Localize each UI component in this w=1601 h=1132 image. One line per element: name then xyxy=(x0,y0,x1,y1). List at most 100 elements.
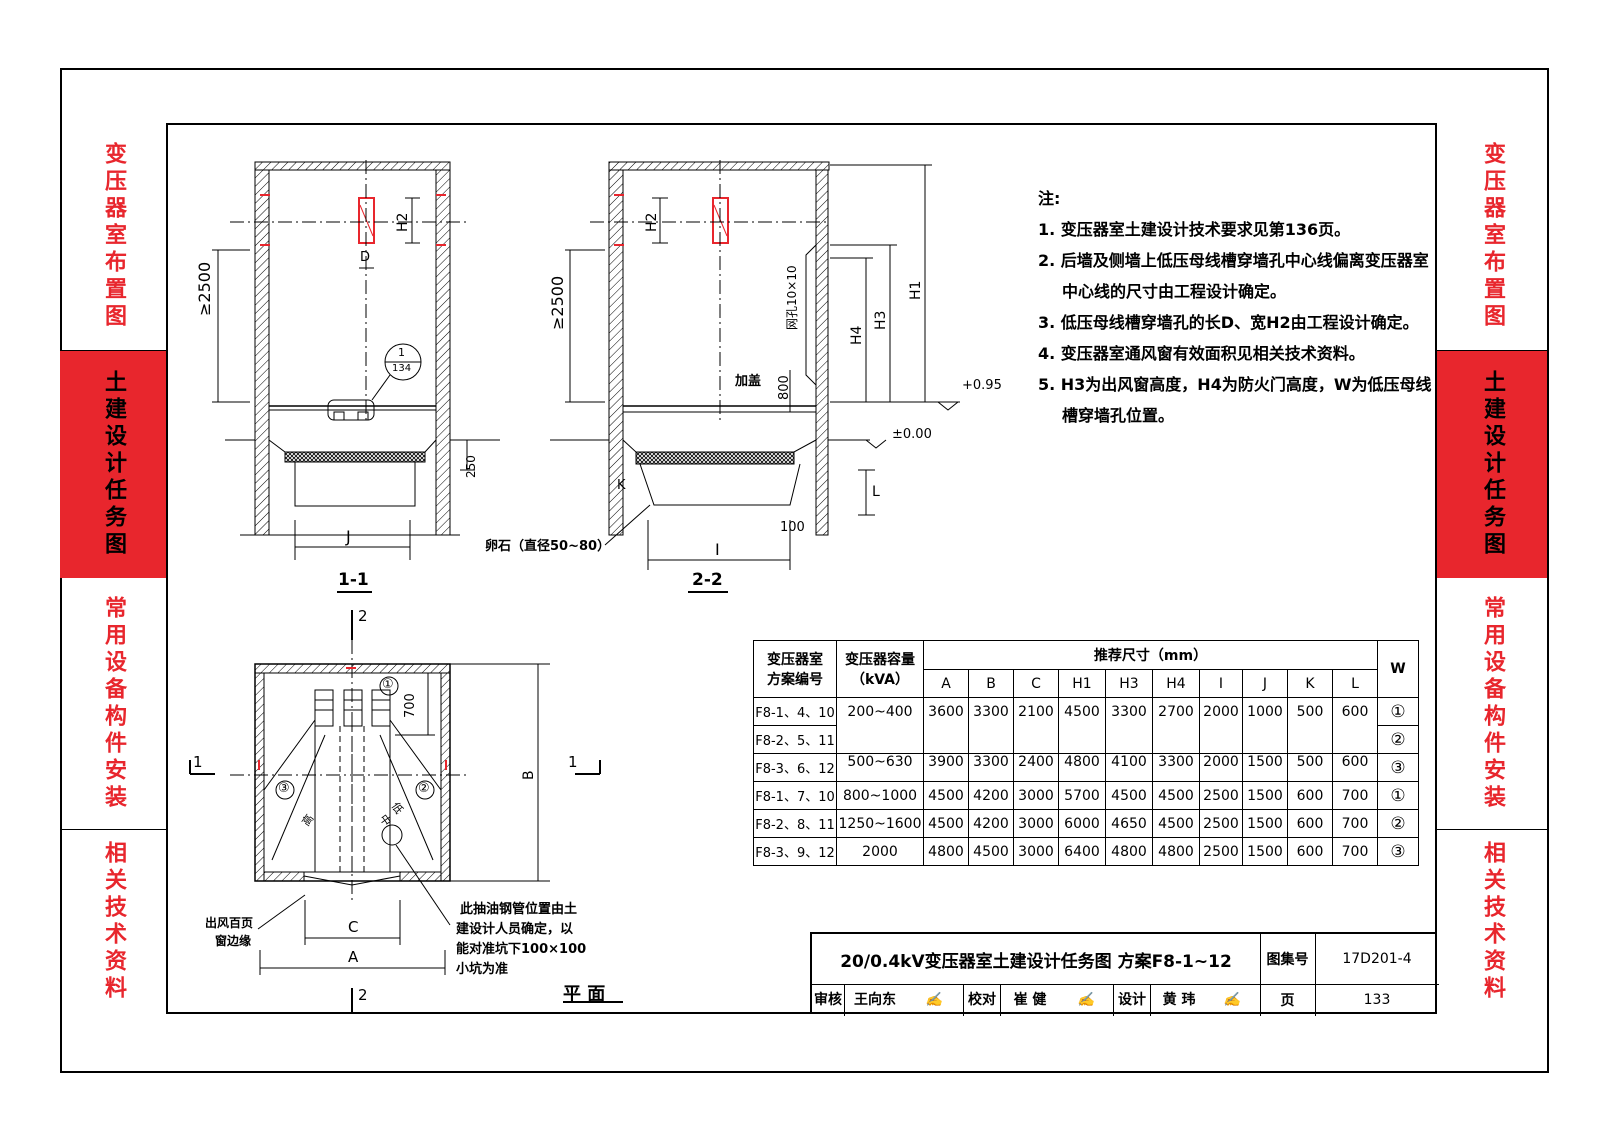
cell-dim: 2100 xyxy=(1013,697,1059,754)
cell-scheme: F8-2、8、11 xyxy=(753,809,837,838)
cell-dim: 4500 xyxy=(1105,781,1153,810)
left-tab-equipment[interactable]: 常用设备构件安装 xyxy=(60,578,166,830)
cell-dim: 3000 xyxy=(1013,837,1059,866)
section-2-2 xyxy=(550,160,960,593)
right-tab-equipment[interactable]: 常用设备构件安装 xyxy=(1437,578,1547,830)
cell-dim: 2400 xyxy=(1013,753,1059,782)
col-header-h1: H1 xyxy=(1058,669,1106,698)
cell-dim: 2000 xyxy=(1199,697,1243,754)
cell-dim: 2500 xyxy=(1199,809,1243,838)
cell-dim: 600 xyxy=(1332,753,1378,782)
title-block: 20/0.4kV变压器室土建设计任务图 方案F8-1~12 图集号 17D201… xyxy=(810,932,1439,1016)
cut-marker-2-bottom: 2 xyxy=(358,986,368,1004)
note-2: 2. 后墙及侧墙上低压母线槽穿墙孔中心线偏离变压器室 xyxy=(1038,251,1429,270)
right-tab-civil[interactable]: 土建设计任务图 xyxy=(1437,351,1547,578)
cell-dim: 4650 xyxy=(1105,809,1153,838)
cell-dim: 4500 xyxy=(923,809,969,838)
cell-dim: 1500 xyxy=(1242,781,1288,810)
right-tab-tech[interactable]: 相关技术资料 xyxy=(1437,830,1547,1014)
review-signature: ✍ xyxy=(905,984,964,1016)
dim-h3: H3 xyxy=(873,310,889,330)
note-4: 4. 变压器室通风窗有效面积见相关技术资料。 xyxy=(1038,344,1365,363)
dim-d: D xyxy=(360,250,371,265)
dim-c: C xyxy=(348,918,359,936)
check-name: 崔 健 xyxy=(1013,992,1047,1008)
col-header-a: A xyxy=(923,669,969,698)
left-tab-layout[interactable]: 变压器室布置图 xyxy=(60,123,166,351)
cell-scheme: F8-3、9、12 xyxy=(753,837,837,866)
left-tab-civil[interactable]: 土建设计任务图 xyxy=(60,351,166,578)
cell-dim: 600 xyxy=(1287,809,1333,838)
dim-j: J xyxy=(346,527,351,546)
col-recommended-header: 推荐尺寸（mm） xyxy=(923,640,1378,670)
cell-scheme: F8-1、7、10 xyxy=(753,781,837,810)
dim-l: L xyxy=(872,484,880,500)
cell-dim: 4800 xyxy=(1152,837,1200,866)
left-tab-tech[interactable]: 相关技术资料 xyxy=(60,830,166,1014)
col-header-k: K xyxy=(1287,669,1333,698)
right-tab-equipment-label: 常用设备构件安装 xyxy=(1480,595,1505,812)
cell-w: ③ xyxy=(1377,753,1419,782)
drawing-frame xyxy=(166,123,1437,1014)
cell-dim: 4200 xyxy=(968,781,1014,810)
left-tab-civil-label: 土建设计任务图 xyxy=(101,370,126,559)
cell-capacity: 500~630 xyxy=(836,753,924,782)
notes: 注: 1. 变压器室土建设计技术要求见第136页。 2. 后墙及侧墙上低压母线槽… xyxy=(1038,183,1431,431)
cell-capacity: 800~1000 xyxy=(836,781,924,810)
cell-dim: 700 xyxy=(1332,837,1378,866)
right-tab-civil-label: 土建设计任务图 xyxy=(1480,370,1505,559)
col-header-c: C xyxy=(1013,669,1059,698)
review-name: 王向东 xyxy=(854,992,896,1008)
cell-dim: 3300 xyxy=(1105,697,1153,754)
page-number: 133 xyxy=(1363,992,1391,1008)
design-signature: ✍ xyxy=(1223,992,1241,1008)
plan-view xyxy=(189,610,623,1012)
cell-w: ① xyxy=(1377,781,1419,810)
signature-row: 审核 王向东 ✍ 校对 崔 健 ✍ 设计 黄 玮 ✍ xyxy=(812,984,1261,1016)
label-oil-pipe-2: 建设计人员确定，以 xyxy=(456,922,574,937)
cell-dim: 2500 xyxy=(1199,781,1243,810)
cell-dim: 3300 xyxy=(968,753,1014,782)
right-tab-layout[interactable]: 变压器室布置图 xyxy=(1437,123,1547,351)
detail-ref-top: 1 xyxy=(398,346,405,359)
dim-a: A xyxy=(348,948,359,966)
cell-dim: 4500 xyxy=(1152,781,1200,810)
plan-w-marker-1: ① xyxy=(382,677,394,692)
cell-w: ③ xyxy=(1377,837,1419,866)
cell-dim: 700 xyxy=(1332,781,1378,810)
cell-dim: 1500 xyxy=(1242,809,1288,838)
elevation-095: +0.95 xyxy=(962,378,1002,393)
atlas-label: 图集号 xyxy=(1260,934,1316,985)
right-tab-tech-label: 相关技术资料 xyxy=(1480,841,1505,1003)
left-tab-equipment-label: 常用设备构件安装 xyxy=(101,595,126,812)
design-label: 设计 xyxy=(1114,984,1151,1016)
note-5: 5. H3为出风窗高度，H4为防火门高度，W为低压母线 xyxy=(1038,375,1432,394)
cell-dim: 3900 xyxy=(923,753,969,782)
cell-dim: 4500 xyxy=(968,837,1014,866)
dim-800: 800 xyxy=(777,375,792,400)
plan-label: 平 面 xyxy=(563,984,606,1005)
label-oil-pipe-1: 此抽油钢管位置由土 xyxy=(460,902,578,917)
cell-dim: 4200 xyxy=(968,809,1014,838)
cell-scheme: F8-2、5、11 xyxy=(753,725,837,754)
col-header-l: L xyxy=(1332,669,1378,698)
plan-w-marker-2: ② xyxy=(418,781,430,796)
col-w-header: W xyxy=(1377,640,1419,698)
right-tab-layout-label: 变压器室布置图 xyxy=(1480,142,1505,331)
cell-capacity: 2000 xyxy=(836,837,924,866)
cell-dim: 500 xyxy=(1287,697,1333,754)
review-label: 审核 xyxy=(812,984,845,1016)
check-label: 校对 xyxy=(964,984,1001,1016)
atlas-number: 17D201-4 xyxy=(1315,934,1439,985)
note-2-cont: 中心线的尺寸由工程设计确定。 xyxy=(1062,282,1287,301)
label-oil-pipe-3: 能对准坑下100×100 xyxy=(456,942,587,957)
note-3: 3. 低压母线槽穿墙孔的长D、宽H2由工程设计确定。 xyxy=(1038,313,1419,332)
cell-dim: 4800 xyxy=(1058,753,1106,782)
dim-h2-2: H2 xyxy=(644,212,660,232)
cell-dim: 4800 xyxy=(1105,837,1153,866)
